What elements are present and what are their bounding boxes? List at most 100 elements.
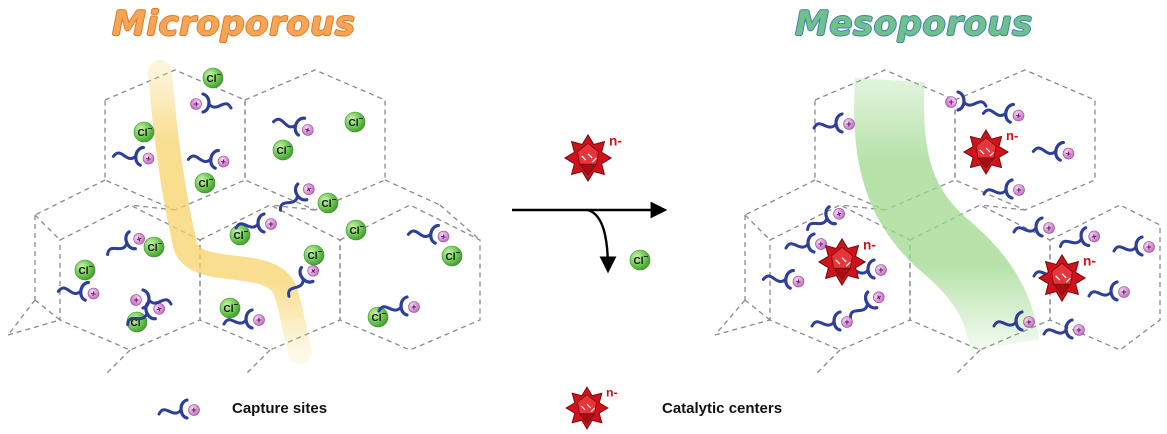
plus-site: + — [1073, 324, 1085, 336]
chloride-ion: Cl− — [74, 259, 96, 281]
plus-label: + — [818, 239, 823, 249]
chloride-charge: − — [89, 262, 94, 271]
chloride-ion: Cl− — [126, 311, 148, 333]
capture-site: + — [186, 148, 230, 170]
plus-label: + — [795, 276, 802, 287]
plus-site: + — [190, 98, 202, 110]
plus-site: + — [833, 208, 845, 220]
plus-label: + — [90, 288, 97, 299]
capture-site: + — [810, 310, 853, 332]
plus-label: + — [1146, 242, 1151, 252]
capture-site: + — [377, 295, 420, 317]
chloride-charge: − — [359, 114, 364, 123]
capture-site: + — [278, 182, 315, 212]
capture-site: + — [981, 102, 1025, 124]
reaction-arrow — [512, 201, 668, 274]
catalytic-center: n- — [963, 128, 1018, 175]
chloride-label: Cl — [224, 304, 234, 315]
chloride-ion: Cl− — [229, 224, 251, 246]
plus-site: + — [307, 264, 319, 277]
chloride-ion: Cl− — [441, 245, 463, 267]
capture-site: + — [1087, 280, 1130, 302]
chloride-ion: Cl− — [202, 67, 224, 89]
plus-site: + — [1118, 286, 1130, 298]
plus-site: + — [87, 287, 100, 300]
plus-label: + — [134, 295, 139, 305]
plus-label: + — [194, 99, 199, 109]
chloride-label: Cl — [131, 318, 141, 329]
plus-site: + — [133, 233, 145, 245]
chloride-label: Cl — [148, 243, 158, 254]
capture-site: + — [1112, 235, 1155, 257]
capture-site: + — [287, 264, 319, 298]
plus-label: + — [191, 405, 196, 415]
plus-label: + — [268, 219, 273, 229]
plus-label: + — [949, 97, 954, 107]
plus-label: + — [145, 153, 152, 164]
meso-cage-network — [714, 69, 1161, 376]
plus-site: + — [1088, 230, 1101, 243]
plus-site: + — [153, 303, 165, 315]
chloride-label: Cl — [349, 118, 359, 129]
capture-site: + — [106, 230, 145, 257]
capture-site: + — [1042, 318, 1085, 340]
chloride-ion: Cl− — [143, 236, 165, 258]
chloride-label: Cl — [199, 179, 209, 190]
chloride-ion: Cl− — [367, 306, 389, 328]
chloride-ion: Cl− — [133, 121, 155, 143]
chloride-charge: − — [382, 309, 387, 318]
plus-label: + — [1016, 185, 1021, 195]
legend-catalytic-label: Catalytic centers — [662, 400, 783, 417]
title-mesoporous: Mesoporous — [795, 4, 1033, 44]
catalyst-charge: n- — [1006, 128, 1018, 143]
chloride-label: Cl — [138, 128, 148, 139]
plus-label: + — [304, 184, 314, 195]
plus-site: + — [1143, 241, 1155, 253]
plus-label: + — [308, 265, 318, 276]
plus-site: + — [265, 218, 277, 230]
plus-label: + — [835, 208, 843, 219]
legend-capture-label: Capture sites — [232, 400, 328, 417]
chloride-label: Cl — [308, 251, 318, 262]
micro-channel — [148, 60, 312, 364]
catalyst-charge: n- — [609, 133, 622, 148]
chloride-charge: − — [644, 252, 649, 261]
plus-site: + — [253, 314, 265, 326]
chloride-ion: Cl− — [194, 172, 216, 194]
chloride-charge: − — [456, 248, 461, 257]
plus-label: + — [411, 302, 416, 312]
plus-site: + — [437, 230, 450, 243]
capture-site: + — [806, 205, 845, 232]
chloride-label: Cl — [79, 266, 89, 277]
capture-site: + — [784, 232, 827, 254]
chloride-charge: − — [158, 239, 163, 248]
capture-site: + — [234, 212, 277, 234]
plus-label: + — [155, 303, 163, 314]
chloride-charge: − — [209, 175, 214, 184]
chloride-label: Cl — [277, 146, 287, 157]
chloride-charge: − — [148, 124, 153, 133]
legend-capture-icon: + — [157, 398, 200, 420]
plus-site: + — [1062, 147, 1075, 160]
catalyst-reagent: n- — [563, 133, 622, 183]
plus-label: + — [256, 315, 261, 325]
catalytic-center: n- — [817, 237, 876, 287]
capture-site: + — [130, 288, 173, 310]
chloride-charge: − — [332, 195, 337, 204]
plus-site: + — [301, 124, 314, 136]
legend-catalyst-icon: n- — [565, 386, 618, 430]
plus-site: + — [875, 264, 887, 276]
chloride-label: Cl — [322, 199, 332, 210]
catalyst-charge: n- — [1083, 253, 1096, 268]
chloride-label: Cl — [350, 226, 360, 237]
chloride-charge: − — [244, 227, 249, 236]
capture-site: + — [1031, 140, 1075, 162]
plus-label: + — [220, 156, 227, 167]
capture-site: + — [761, 268, 805, 290]
plus-site: + — [408, 301, 420, 313]
plus-label: + — [874, 292, 884, 303]
plus-site: + — [841, 316, 853, 328]
capture-site: + — [190, 92, 233, 114]
micro-cage-network — [7, 69, 481, 376]
capture-site: + — [111, 145, 155, 167]
